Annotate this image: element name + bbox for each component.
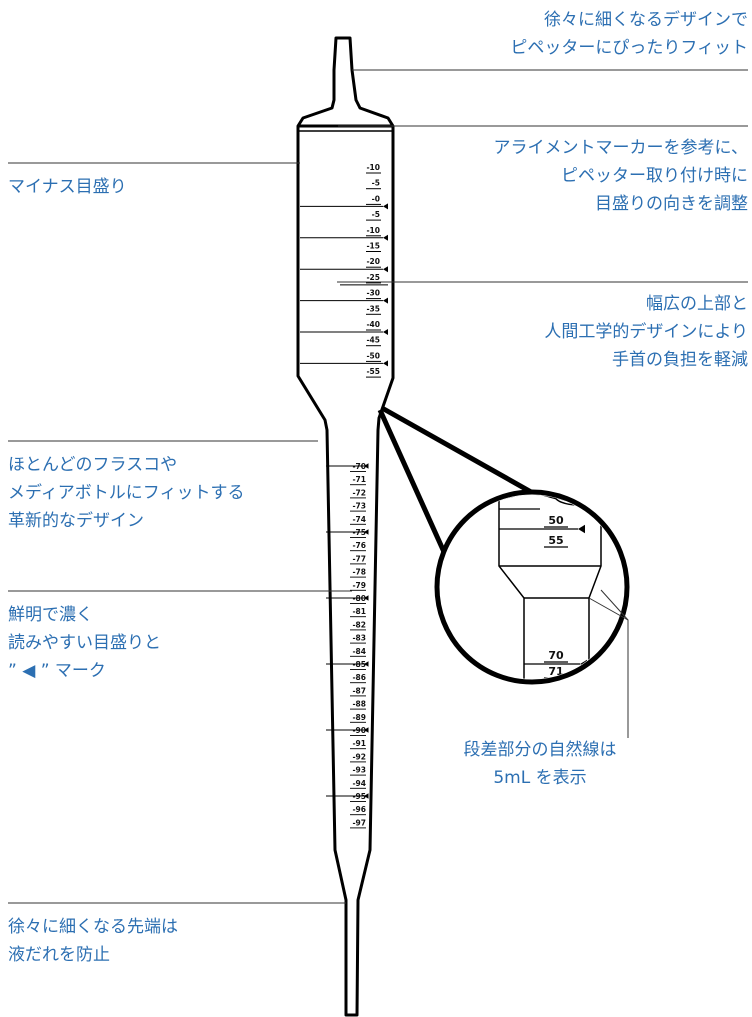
callout-line: ピペッターにぴったりフィット xyxy=(510,38,748,58)
tick-label: -95 xyxy=(352,792,366,801)
tick-label: -86 xyxy=(352,673,366,682)
callout-line: 徐々に細くなるデザインで xyxy=(544,10,748,30)
callout-line: 液だれを防止 xyxy=(8,945,110,965)
zoom-tick-label: 70 xyxy=(548,649,564,662)
callout-line: 読みやすい目盛りと xyxy=(8,633,161,653)
tick-label: -89 xyxy=(352,713,366,722)
scale-arrow-marker xyxy=(383,329,388,335)
callout-line: ほとんどのフラスコや xyxy=(8,455,178,475)
tick-label: -80 xyxy=(352,594,366,603)
callout-flask-fit: ほとんどのフラスコや メディアボトルにフィットする 革新的なデザイン xyxy=(8,451,244,535)
callout-line: 段差部分の自然線は xyxy=(463,740,617,760)
callout-tip: 徐々に細くなる先端は 液だれを防止 xyxy=(8,913,178,969)
tick-label: -96 xyxy=(352,805,366,814)
scale-arrow-marker xyxy=(383,266,388,273)
callout-negative-scale: マイナス目盛り xyxy=(8,173,127,201)
tick-label: -76 xyxy=(352,541,366,550)
tick-label: -97 xyxy=(352,818,366,827)
leader-lines xyxy=(8,69,748,904)
tick-label: -70 xyxy=(352,462,366,471)
scale-arrow-marker xyxy=(383,203,388,210)
tick-label: -10 xyxy=(366,226,380,235)
zoom-tube-outline xyxy=(498,500,602,679)
callout-line: 目盛りの向きを調整 xyxy=(595,194,748,214)
scale-arrow-marker xyxy=(364,661,369,667)
zoom-tick-label: 50 xyxy=(548,514,564,527)
tick-label: -72 xyxy=(352,488,366,497)
tick-label: -93 xyxy=(352,766,366,775)
pipette-outline xyxy=(296,36,395,1017)
callout-clear-marks: 鮮明で濃く 読みやすい目盛りと ” ◀ ” マーク xyxy=(8,601,161,685)
tick-label: -90 xyxy=(352,726,366,735)
tick-label: -71 xyxy=(352,475,366,484)
callout-line: 幅広の上部と xyxy=(646,294,748,314)
tick-label: -79 xyxy=(352,581,366,590)
tick-label: -15 xyxy=(366,242,380,251)
scale-arrow-marker xyxy=(364,595,369,601)
tick-label: -92 xyxy=(352,752,366,761)
scale-arrow-marker xyxy=(578,524,585,534)
zoom-circle xyxy=(434,489,630,685)
tick-label: -50 xyxy=(366,351,380,360)
callout-line: ピペッター取り付け時に xyxy=(561,166,748,186)
callout-line: 徐々に細くなる先端は xyxy=(8,917,178,937)
lower-scale: -70 -71 -72 -73 -74 -75 -76 -77 -78 -79 -80 -81 -82 -… xyxy=(326,462,369,829)
callout-line: 手首の負担を軽減 xyxy=(612,350,748,370)
callout-line: メディアボトルにフィットする xyxy=(8,483,245,503)
tick-label: -87 xyxy=(352,686,366,695)
tick-label: -0 xyxy=(372,194,380,203)
scale-arrow-marker xyxy=(364,529,369,535)
tick-label: -20 xyxy=(366,257,380,266)
scale-arrow-marker xyxy=(383,297,388,304)
zoom-tick-label: 55 xyxy=(548,534,563,547)
callout-wide-top: 幅広の上部と 人間工学的デザインにより 手首の負担を軽減 xyxy=(544,290,748,374)
tick-label: -75 xyxy=(352,528,366,537)
tick-label: -5 xyxy=(372,179,380,188)
tick-label: -73 xyxy=(352,502,366,511)
tick-label: -83 xyxy=(352,634,366,643)
tick-label: -77 xyxy=(352,554,366,563)
leader-step-line-2 xyxy=(588,597,629,621)
callout-alignment: アライメントマーカーを参考に、 ピペッター取り付け時に 目盛りの向きを調整 xyxy=(494,134,749,218)
scale-arrow-marker xyxy=(364,793,369,799)
upper-scale: -10 -5 -0 -5 -10 -15 -20 -25 -30 -35 -40 -45 -50 -55 xyxy=(300,163,388,378)
tick-label: -45 xyxy=(366,336,380,345)
zoom-tick-label: 73 xyxy=(548,696,563,709)
scale-arrow-marker xyxy=(364,463,369,469)
tick-label: -30 xyxy=(366,289,380,298)
tick-label: -91 xyxy=(352,739,366,748)
tick-label: -35 xyxy=(366,304,380,313)
tick-label: -78 xyxy=(352,568,366,577)
callout-line: 鮮明で濃く xyxy=(8,605,93,625)
callout-line: 革新的なデザイン xyxy=(8,511,144,531)
tick-label: -40 xyxy=(366,320,380,329)
scale-arrow-marker xyxy=(383,234,388,241)
tick-label: -74 xyxy=(352,515,366,524)
tick-label: -88 xyxy=(352,700,366,709)
tick-label: -55 xyxy=(366,367,380,376)
tick-label: -82 xyxy=(352,620,366,629)
callout-taper-top: 徐々に細くなるデザインで ピペッターにぴったりフィット xyxy=(510,6,748,62)
tick-label: -10 xyxy=(366,163,380,172)
tick-label: -81 xyxy=(352,607,366,616)
callout-line: アライメントマーカーを参考に、 xyxy=(493,138,749,158)
callout-line: 人間工学的デザインにより xyxy=(544,322,748,342)
callout-line: マイナス目盛り xyxy=(8,177,127,197)
tick-label: -5 xyxy=(372,210,380,219)
callout-line: 5mL を表示 xyxy=(493,768,587,788)
scale-arrow-marker xyxy=(383,360,388,367)
tick-label: -84 xyxy=(352,647,366,656)
callout-line: ” ◀ ” マーク xyxy=(8,661,106,681)
scale-arrow-marker xyxy=(364,727,369,733)
callout-step-line: 段差部分の自然線は 5mL を表示 xyxy=(440,736,640,792)
zoom-connector-left xyxy=(377,408,447,554)
tick-label: -85 xyxy=(352,660,366,669)
tick-label: -94 xyxy=(352,779,366,788)
tick-label: -25 xyxy=(366,273,380,282)
